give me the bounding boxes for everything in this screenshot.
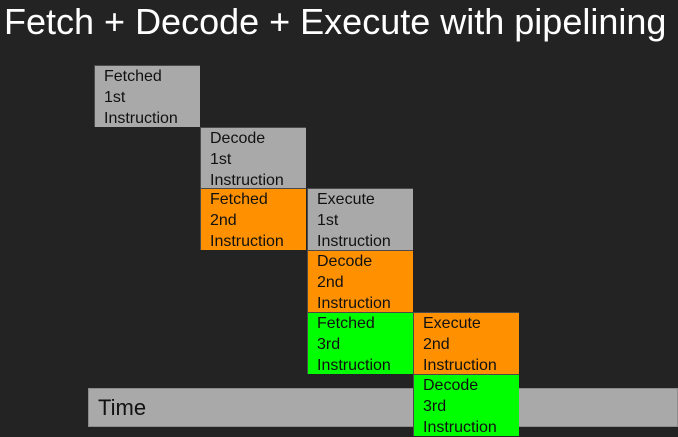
pipeline-step-line: 1st <box>317 212 339 229</box>
pipeline-step-line: Decode <box>210 130 266 147</box>
pipeline-step-line: Decode <box>423 377 479 394</box>
pipeline-step-line: 1st <box>210 151 232 168</box>
time-label: Time <box>98 395 147 420</box>
time-axis-bar: Time <box>88 388 678 427</box>
pipeline-step-line: 2nd <box>423 336 450 353</box>
pipeline-step-line: 1st <box>104 89 126 106</box>
pipeline-step-line: 3rd <box>317 336 341 353</box>
pipeline-step-line: Instruction <box>317 233 391 250</box>
pipeline-step-line: 2nd <box>317 274 344 291</box>
pipeline-step-line: Instruction <box>317 295 391 312</box>
pipeline-step-line: 3rd <box>423 398 447 415</box>
pipeline-step-line: Fetched <box>210 191 268 208</box>
pipeline-step-line: Fetched <box>104 68 162 85</box>
pipeline-step-line: Decode <box>317 253 373 270</box>
pipeline-step-line: Instruction <box>423 357 497 374</box>
pipeline-step-line: 2nd <box>210 212 237 229</box>
slide-title: Fetch + Decode + Execute with pipelining <box>4 1 667 42</box>
pipeline-step-line: Instruction <box>104 110 178 127</box>
pipeline-step-line: Execute <box>317 191 375 208</box>
pipeline-step-line: Instruction <box>423 419 497 436</box>
pipeline-step-line: Fetched <box>317 315 375 332</box>
pipeline-step-line: Instruction <box>317 357 391 374</box>
pipeline-step-line: Instruction <box>210 233 284 250</box>
pipeline-step-line: Execute <box>423 315 481 332</box>
pipeline-step-line: Instruction <box>210 172 284 189</box>
